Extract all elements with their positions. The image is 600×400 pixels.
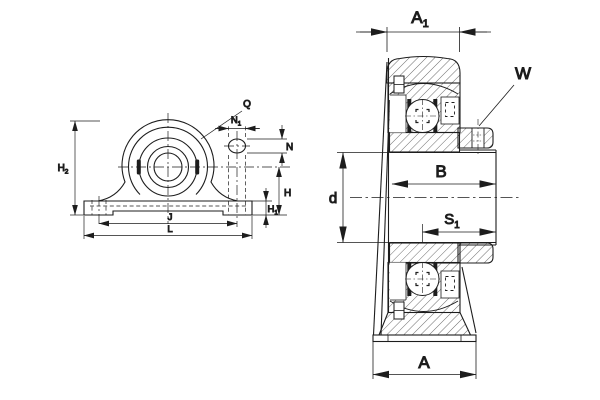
dim-label-A1: A1: [411, 8, 429, 30]
dimension-H2: [70, 120, 100, 216]
dim-label-A: A: [418, 353, 430, 372]
front-hidden-holes: [90, 155, 246, 216]
dimension-S1: [422, 224, 496, 243]
dim-label-B: B: [435, 162, 446, 181]
section-lube-hole: [471, 119, 485, 156]
front-view: H2 Q N1 N H: [57, 99, 294, 239]
section-upper-bearing: [389, 75, 460, 133]
dim-label-H2: H2: [58, 163, 69, 176]
dim-label-d: d: [329, 190, 337, 207]
leader-W: [478, 84, 515, 127]
section-view: A1 W B S1 d A: [328, 8, 532, 379]
dimension-N: [247, 125, 287, 166]
dim-label-S1: S1: [444, 211, 459, 231]
dimension-L: [83, 216, 253, 239]
dim-label-H1: H1: [268, 204, 279, 217]
dimension-d: [337, 152, 390, 243]
dimension-H1: [252, 188, 272, 228]
dimension-A1: [356, 27, 491, 52]
dim-label-W: W: [515, 64, 531, 83]
dim-label-N1: N1: [231, 115, 242, 128]
front-centerlines: [98, 113, 290, 227]
dimension-H: [252, 166, 287, 216]
front-slot-detail: [227, 138, 247, 154]
section-lower-bearing: [389, 262, 460, 320]
dim-label-L: L: [167, 224, 172, 235]
dim-label-H: H: [284, 188, 291, 199]
dim-label-N: N: [286, 142, 293, 153]
dim-label-J: J: [168, 212, 173, 223]
dimension-N1: [215, 124, 260, 137]
dimension-A: [372, 342, 477, 379]
dim-label-Q: Q: [243, 99, 251, 110]
leader-Q: [200, 110, 243, 140]
